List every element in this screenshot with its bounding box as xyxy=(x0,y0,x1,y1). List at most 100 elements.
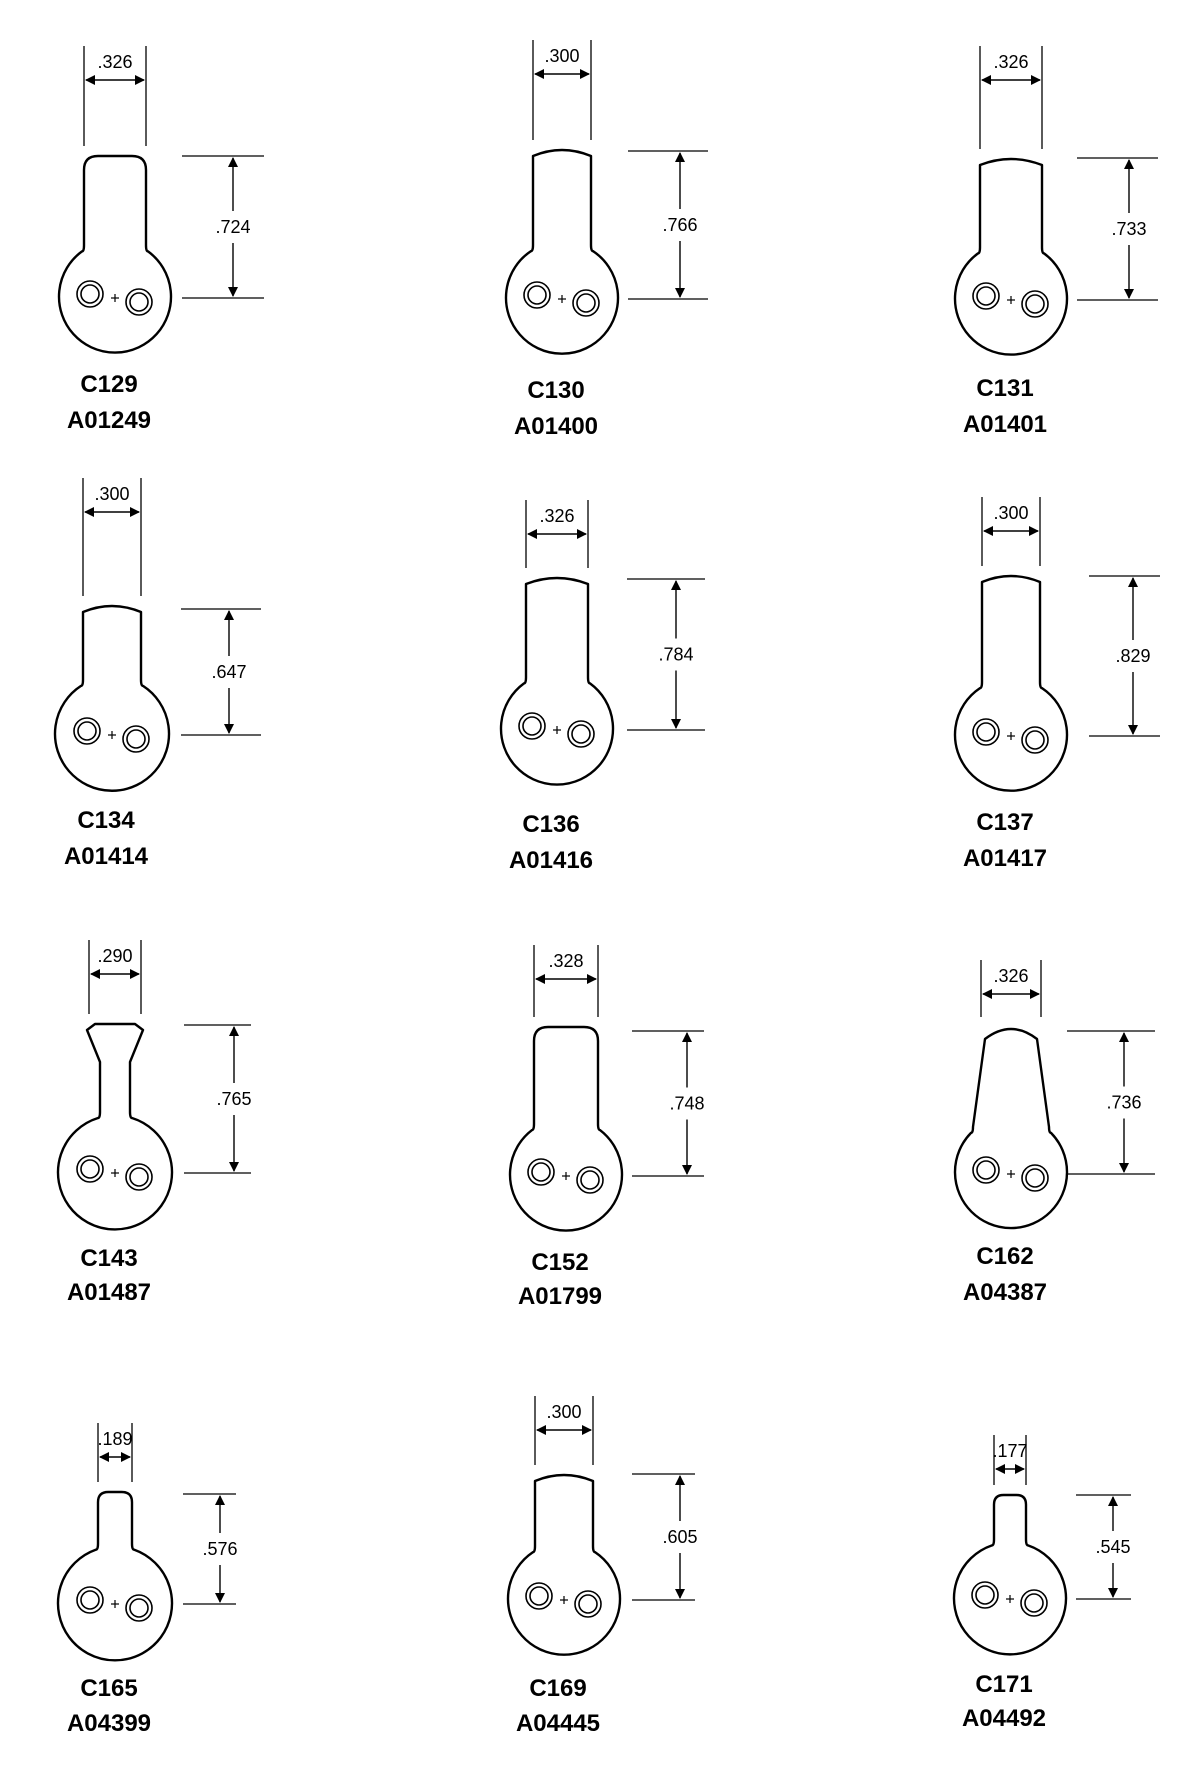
cam-model-label: C136 xyxy=(522,811,579,838)
arrowhead xyxy=(671,580,681,590)
arrowhead xyxy=(682,1032,692,1042)
cam-outline xyxy=(499,576,615,786)
cam-part-number-label: A04399 xyxy=(67,1710,151,1737)
arrowhead xyxy=(135,75,145,85)
arrowhead xyxy=(580,69,590,79)
arrowhead xyxy=(534,69,544,79)
length-dimension-label: .829 xyxy=(1115,646,1150,666)
arrowhead xyxy=(224,610,234,620)
cam-part-number-label: A01417 xyxy=(963,845,1047,872)
hole-inner xyxy=(527,285,547,305)
hole-outer xyxy=(1021,726,1049,754)
length-dimension-label: .748 xyxy=(669,1094,704,1114)
hole-outer xyxy=(572,289,600,317)
arrowhead xyxy=(99,1452,109,1462)
length-dimension-label: .766 xyxy=(662,215,697,235)
width-dimension-label: .300 xyxy=(546,1402,581,1422)
width-dimension-label: .177 xyxy=(992,1441,1027,1461)
arrowhead xyxy=(587,974,597,984)
hole-inner xyxy=(975,1585,995,1605)
hole-outer xyxy=(76,1586,104,1614)
hole-outer xyxy=(125,288,153,316)
cam-outline xyxy=(508,1025,624,1232)
hole-outer xyxy=(972,1156,1000,1184)
hole-outer xyxy=(523,281,551,309)
arrowhead xyxy=(1119,1163,1129,1173)
arrowhead xyxy=(535,974,545,984)
arrowhead xyxy=(85,75,95,85)
hole-inner xyxy=(1025,730,1045,750)
hole-outer xyxy=(518,712,546,740)
hole-outer xyxy=(73,717,101,745)
arrowhead xyxy=(224,724,234,734)
cam-model-label: C165 xyxy=(80,1675,137,1702)
arrowhead xyxy=(1029,526,1039,536)
arrowhead xyxy=(228,287,238,297)
hole-inner xyxy=(522,716,542,736)
length-dimension-label: .765 xyxy=(216,1089,251,1109)
hole-outer xyxy=(76,1155,104,1183)
arrowhead xyxy=(675,1589,685,1599)
cam-part-number-label: A01401 xyxy=(963,411,1047,438)
width-dimension-label: .326 xyxy=(97,52,132,72)
cam-model-label: C171 xyxy=(975,1671,1032,1698)
hole-inner xyxy=(1024,1593,1044,1613)
cam-model-label: C129 xyxy=(80,371,137,398)
arrowhead xyxy=(675,152,685,162)
arrowhead xyxy=(1031,75,1041,85)
arrowhead xyxy=(1124,159,1134,169)
cam-outline xyxy=(53,604,171,792)
arrowhead xyxy=(582,1425,592,1435)
cam-outline xyxy=(953,1027,1069,1230)
arrowhead xyxy=(1030,989,1040,999)
width-dimension-label: .326 xyxy=(993,966,1028,986)
width-dimension-label: .328 xyxy=(548,951,583,971)
hole-outer xyxy=(527,1158,555,1186)
length-dimension-label: .545 xyxy=(1095,1537,1130,1557)
cam-model-label: C131 xyxy=(976,375,1033,402)
hole-inner xyxy=(571,724,591,744)
width-dimension-label: .290 xyxy=(97,946,132,966)
hole-outer xyxy=(567,720,595,748)
hole-inner xyxy=(80,284,100,304)
arrowhead xyxy=(215,1593,225,1603)
cam-part-number-label: A01799 xyxy=(518,1283,602,1310)
hole-outer xyxy=(574,1590,602,1618)
length-dimension-label: .576 xyxy=(202,1539,237,1559)
cam-model-label: C152 xyxy=(531,1249,588,1276)
cam-outline xyxy=(57,154,173,354)
arrowhead xyxy=(1124,289,1134,299)
cam-part-number-label: A04492 xyxy=(962,1705,1046,1732)
hole-inner xyxy=(77,721,97,741)
arrowhead xyxy=(577,529,587,539)
hole-inner xyxy=(580,1170,600,1190)
hole-outer xyxy=(972,718,1000,746)
length-dimension-label: .733 xyxy=(1111,219,1146,239)
hole-outer xyxy=(1021,1164,1049,1192)
arrowhead xyxy=(675,1475,685,1485)
arrowhead xyxy=(229,1026,239,1036)
cam-model-label: C130 xyxy=(527,377,584,404)
cam-part-number-label: A01487 xyxy=(67,1279,151,1306)
cam-outline xyxy=(953,574,1069,792)
cam-model-label: C143 xyxy=(80,1245,137,1272)
hole-inner xyxy=(129,292,149,312)
hole-outer xyxy=(576,1166,604,1194)
width-dimension-label: .300 xyxy=(94,484,129,504)
arrowhead xyxy=(536,1425,546,1435)
width-dimension-label: .326 xyxy=(993,52,1028,72)
cam-outline xyxy=(952,1493,1068,1656)
cam-part-number-label: A01400 xyxy=(514,413,598,440)
cam-model-label: C134 xyxy=(77,807,135,834)
hole-outer xyxy=(1021,290,1049,318)
hole-inner xyxy=(129,1598,149,1618)
cam-part-number-label: A01414 xyxy=(64,843,149,870)
